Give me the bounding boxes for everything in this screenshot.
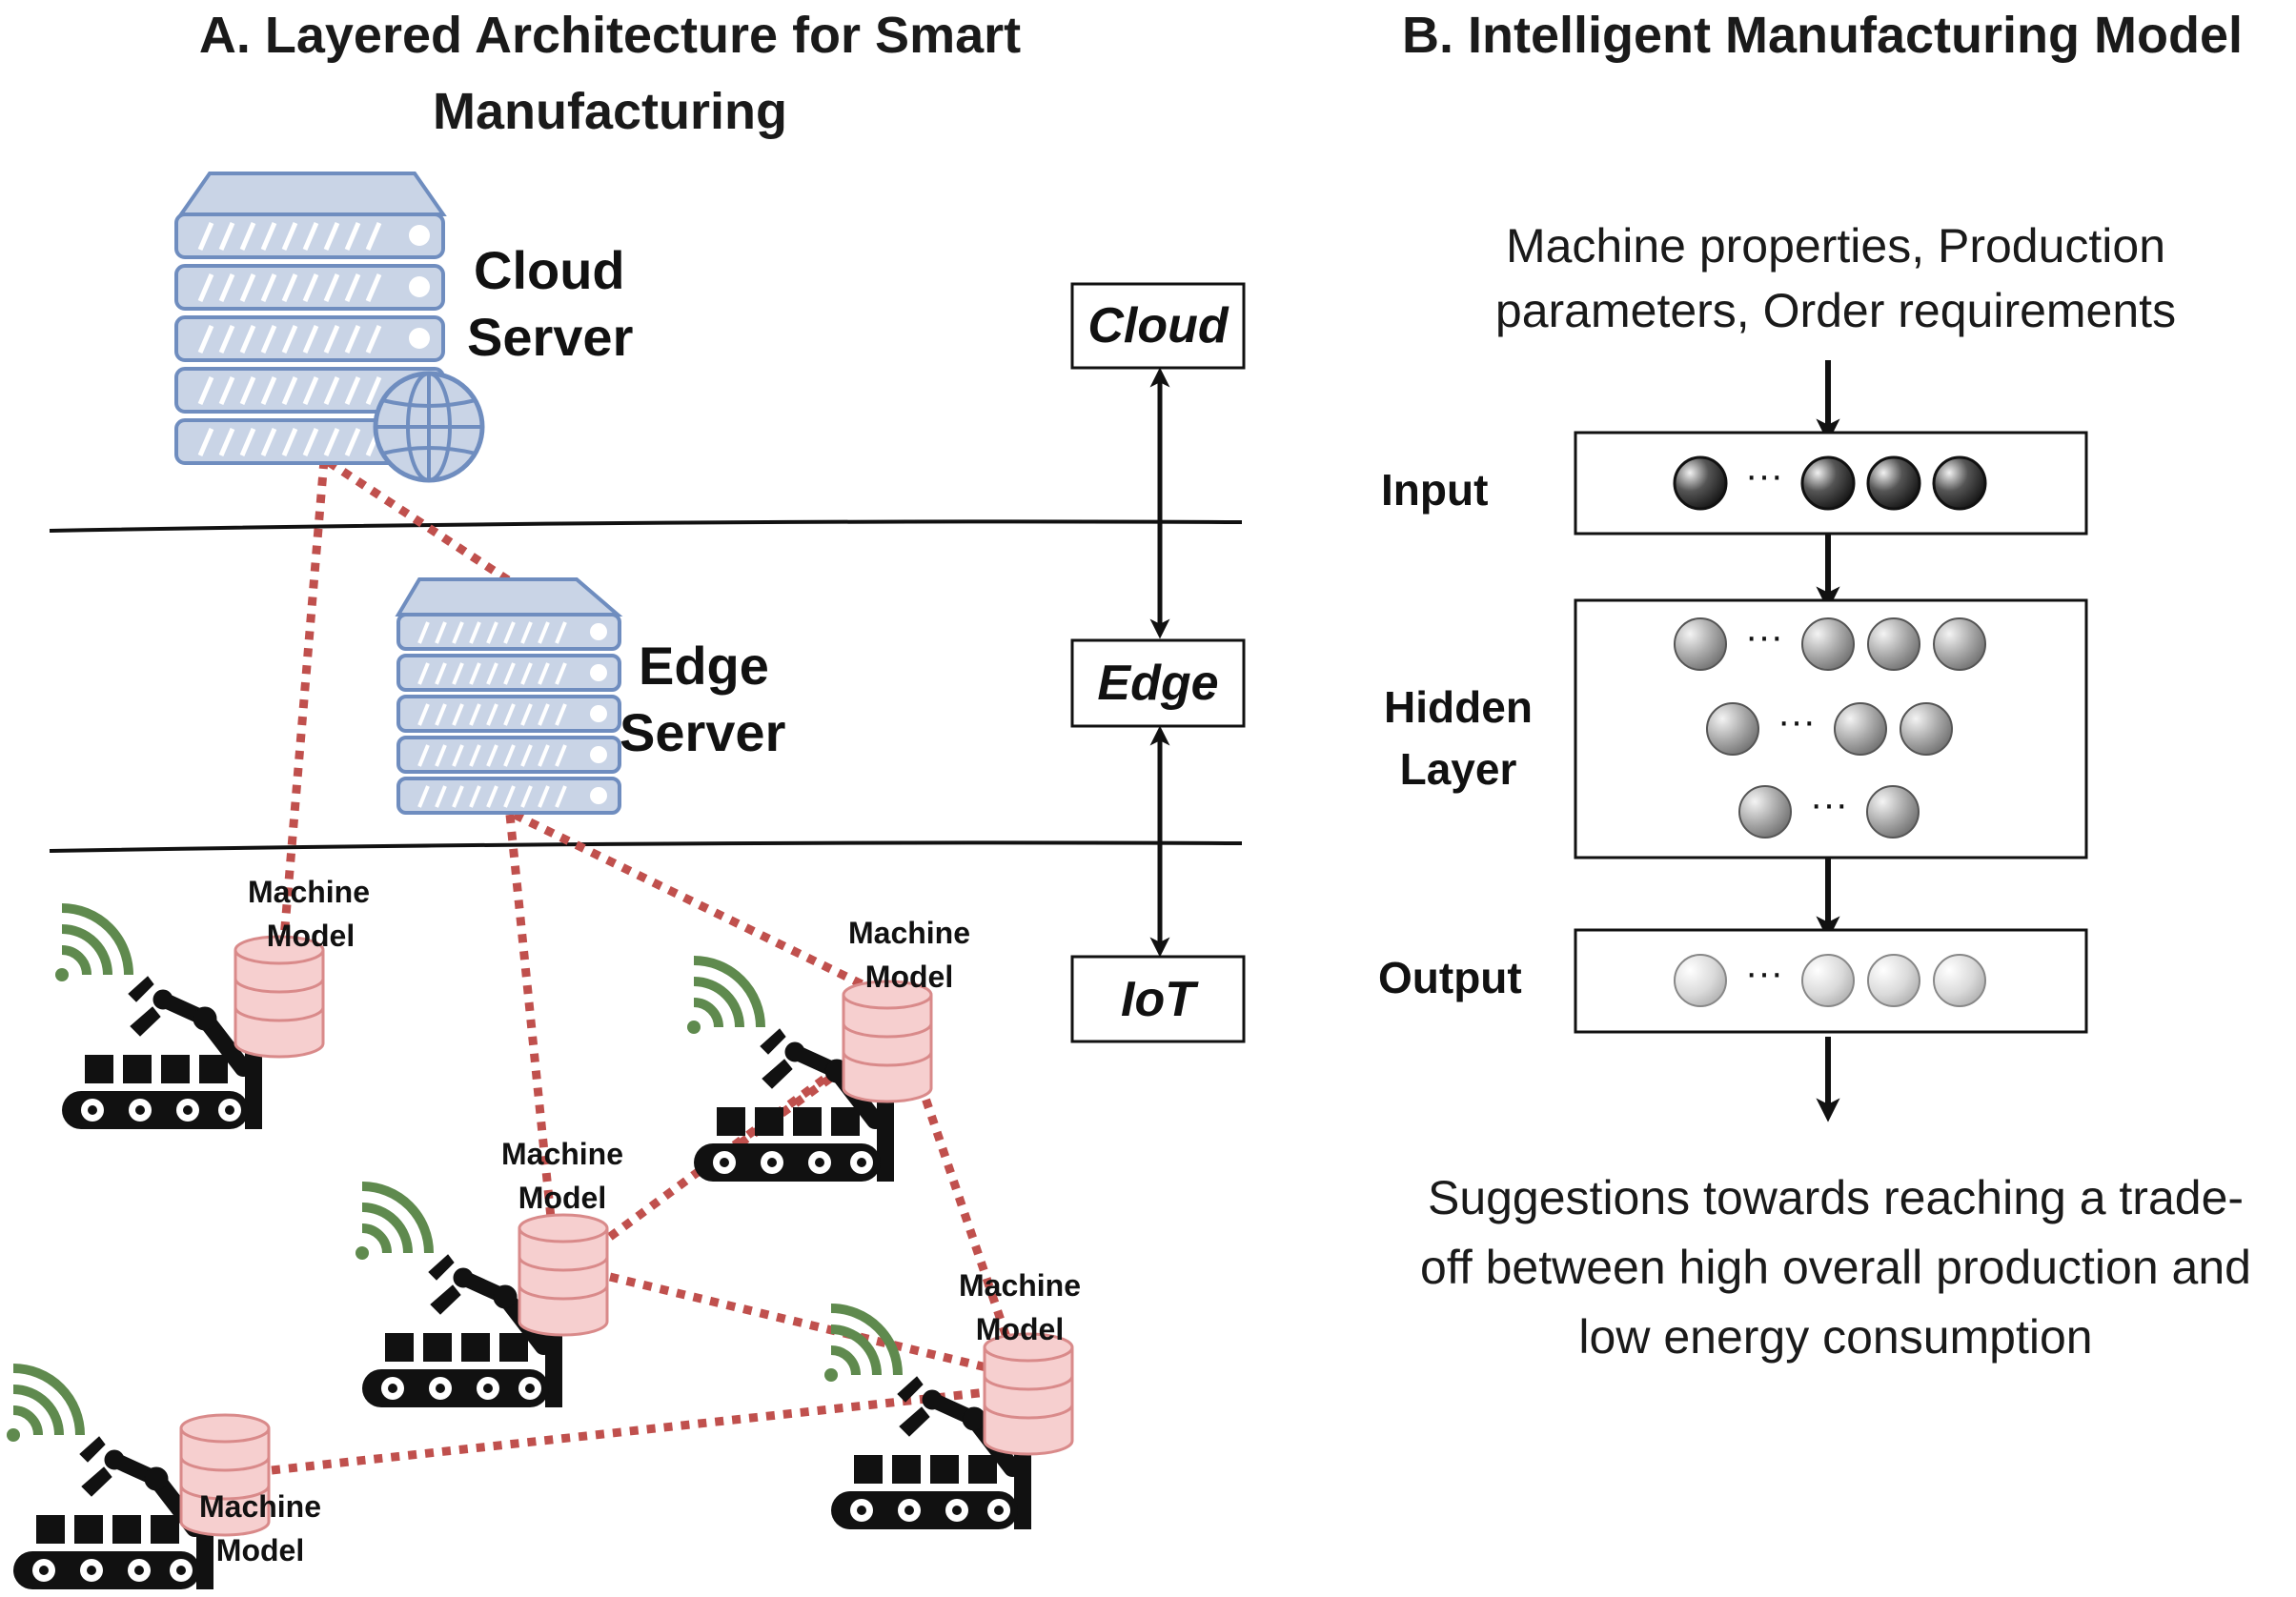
input-description-line2: parameters, Order requirements xyxy=(1495,284,2176,337)
cloud-edge-divider xyxy=(49,519,1243,533)
panel-a-title-continued: Manufacturing xyxy=(433,83,787,140)
link-cloud-edge xyxy=(326,458,513,585)
link-m3-m5 xyxy=(608,1272,988,1372)
input-neurons xyxy=(1673,455,1987,511)
hidden-label: Hidden xyxy=(1384,682,1533,732)
edge-server-icon xyxy=(395,577,623,815)
input-description: Machine properties, Production xyxy=(1506,219,2165,273)
output-ellipsis: ··· xyxy=(1745,952,1783,994)
layer-box-edge xyxy=(1070,638,1246,728)
hidden-ellipsis-3: ··· xyxy=(1810,783,1848,825)
edge-server-label-line2: Server xyxy=(620,702,785,762)
layer-label-cloud: Cloud xyxy=(1087,298,1229,354)
layer-label-iot: IoT xyxy=(1121,972,1199,1027)
machine-2-label-line2: Model xyxy=(865,960,953,994)
machine-1-label-line2: Model xyxy=(267,919,355,953)
cloud-server-label: Cloud xyxy=(474,240,625,300)
output-label: Output xyxy=(1378,953,1522,1002)
machine-2-label: Machine xyxy=(848,916,970,950)
hidden-neurons xyxy=(1674,617,1986,839)
input-ellipsis: ··· xyxy=(1745,455,1783,496)
machine-1-database-icon xyxy=(234,935,325,1059)
output-description-line2: off between high overall production and xyxy=(1420,1241,2251,1294)
link-m2-m5 xyxy=(910,1065,1015,1350)
hidden-ellipsis-2: ··· xyxy=(1778,700,1816,742)
machine-4-label-line2: Model xyxy=(216,1533,304,1567)
machine-1-icon xyxy=(55,908,262,1129)
layer-label-edge: Edge xyxy=(1097,656,1218,711)
machine-2-database-icon xyxy=(842,980,933,1103)
panel-b-title: B. Intelligent Manufacturing Model xyxy=(1402,7,2243,64)
output-description-line3: low energy consumption xyxy=(1578,1310,2092,1364)
layer-box-iot xyxy=(1070,955,1246,1043)
cloud-server-label-line2: Server xyxy=(467,307,633,367)
machine-3-database-icon xyxy=(518,1213,609,1337)
machine-5-database-icon xyxy=(983,1332,1074,1456)
machine-3-label-line2: Model xyxy=(518,1181,606,1215)
hidden-ellipsis-1: ··· xyxy=(1745,616,1783,657)
globe-icon xyxy=(373,371,485,483)
link-m4-m5 xyxy=(271,1386,997,1475)
output-description: Suggestions towards reaching a trade- xyxy=(1428,1171,2244,1224)
edge-server-label: Edge xyxy=(639,636,769,696)
edge-iot-divider xyxy=(49,840,1243,853)
machine-1-label: Machine xyxy=(248,875,370,909)
hidden-label-line2: Layer xyxy=(1400,744,1517,794)
output-neurons xyxy=(1674,954,1986,1007)
machine-4-label: Machine xyxy=(199,1489,321,1524)
panel-a-title: A. Layered Architecture for Smart xyxy=(199,7,1021,64)
machine-5-label-line2: Model xyxy=(976,1312,1064,1346)
link-cloud-m1 xyxy=(279,459,329,940)
cloud-server-icon xyxy=(174,172,485,483)
machine-5-label: Machine xyxy=(959,1268,1081,1303)
machine-3-label: Machine xyxy=(501,1137,623,1171)
input-label: Input xyxy=(1381,465,1488,515)
